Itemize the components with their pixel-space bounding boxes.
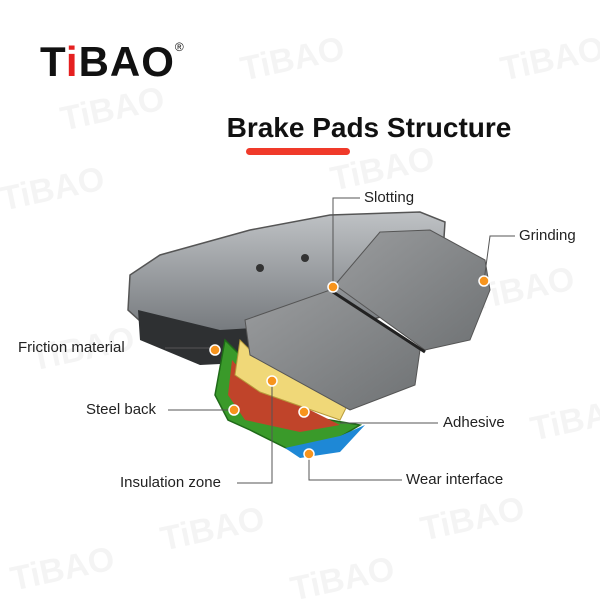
markers [209, 275, 490, 460]
rivet [256, 264, 264, 272]
marker-dot [209, 344, 221, 356]
marker-dot [228, 404, 240, 416]
label-steel-back: Steel back [86, 401, 157, 418]
insulation-layer [228, 360, 340, 432]
label-insulation-zone: Insulation zone [120, 474, 221, 491]
friction-block-right [334, 229, 491, 351]
wear-interface-layer [285, 425, 365, 458]
marker-dot [303, 448, 315, 460]
rivet [301, 254, 309, 262]
logo-letter: T [40, 38, 66, 85]
leader-lines [165, 197, 515, 484]
page-title: Brake Pads Structure [226, 112, 512, 143]
label-grinding: Grinding [519, 227, 576, 244]
marker-dot [266, 375, 278, 387]
label-wear-interface: Wear interface [406, 471, 504, 488]
label-adhesive: Adhesive [443, 414, 505, 431]
slot-groove [329, 288, 426, 354]
logo-letter-i: i [65, 38, 79, 85]
label-slotting: Slotting [364, 189, 415, 206]
marker-dot [327, 281, 339, 293]
logo-text: BAO [78, 38, 175, 85]
label-friction-material: Friction material [18, 339, 125, 356]
marker-dot [478, 275, 490, 287]
title-underline [246, 148, 350, 155]
registered-mark: ® [174, 40, 185, 54]
marker-dot [298, 406, 310, 418]
brand-logo: TiBAO® [40, 38, 185, 86]
